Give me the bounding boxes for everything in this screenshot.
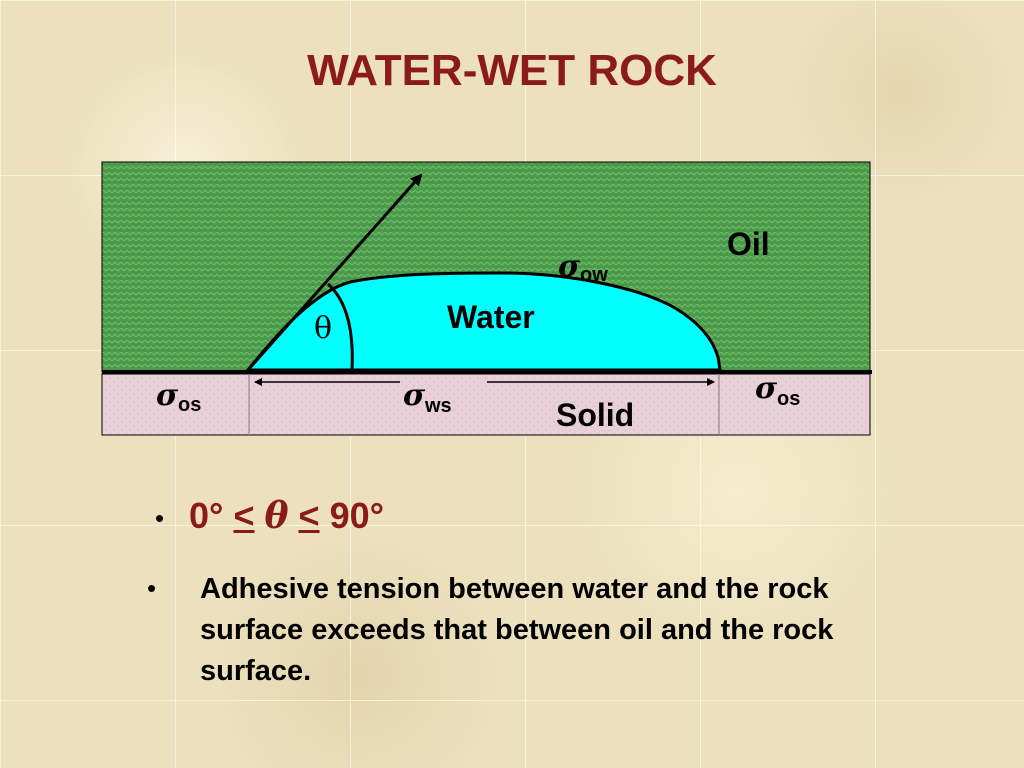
angle-theta: θ [264,495,289,537]
less-equal-2: < [298,495,320,536]
sigma-os-left-symbol: σ [156,378,179,413]
sigma-ws-subscript: ws [424,395,452,417]
water-label: Water [447,299,535,335]
wettability-diagram: Oil Water Solid θ σ ow σ os σ ws σ os [100,160,874,438]
angle-high: 90° [329,495,385,536]
water-droplet [244,271,722,372]
bullet-angle-range: • 0° < θ < 90° [145,495,905,555]
bullet-dot: • [155,503,165,533]
slide-title: WATER-WET ROCK [307,46,717,95]
bullet-dot: • [147,573,157,603]
sigma-ws-symbol: σ [403,378,426,413]
theta-label: θ [314,311,332,346]
adhesive-tension-text: Adhesive tension between water and the r… [200,573,834,687]
contact-angle-tangent-arrow [246,173,423,371]
sigma-ow-symbol: σ [558,249,581,284]
bullet-list: • 0° < θ < 90° • Adhesive tension betwee… [145,495,905,692]
contact-angle-arc [326,282,354,371]
sigma-os-left-subscript: os [178,394,201,416]
solid-label: Solid [556,397,634,433]
oil-label: Oil [727,226,770,262]
less-equal-1: < [233,495,255,536]
sigma-os-right-subscript: os [777,388,800,410]
bullet-adhesive-tension: • Adhesive tension between water and the… [145,569,905,692]
angle-low: 0° [189,495,224,536]
diagram-svg: Oil Water Solid θ σ ow σ os σ ws σ os [101,161,872,436]
sigma-os-right-symbol: σ [755,371,778,406]
angle-range-text: 0° < θ < 90° [189,495,384,537]
sigma-ow-subscript: ow [580,264,608,286]
